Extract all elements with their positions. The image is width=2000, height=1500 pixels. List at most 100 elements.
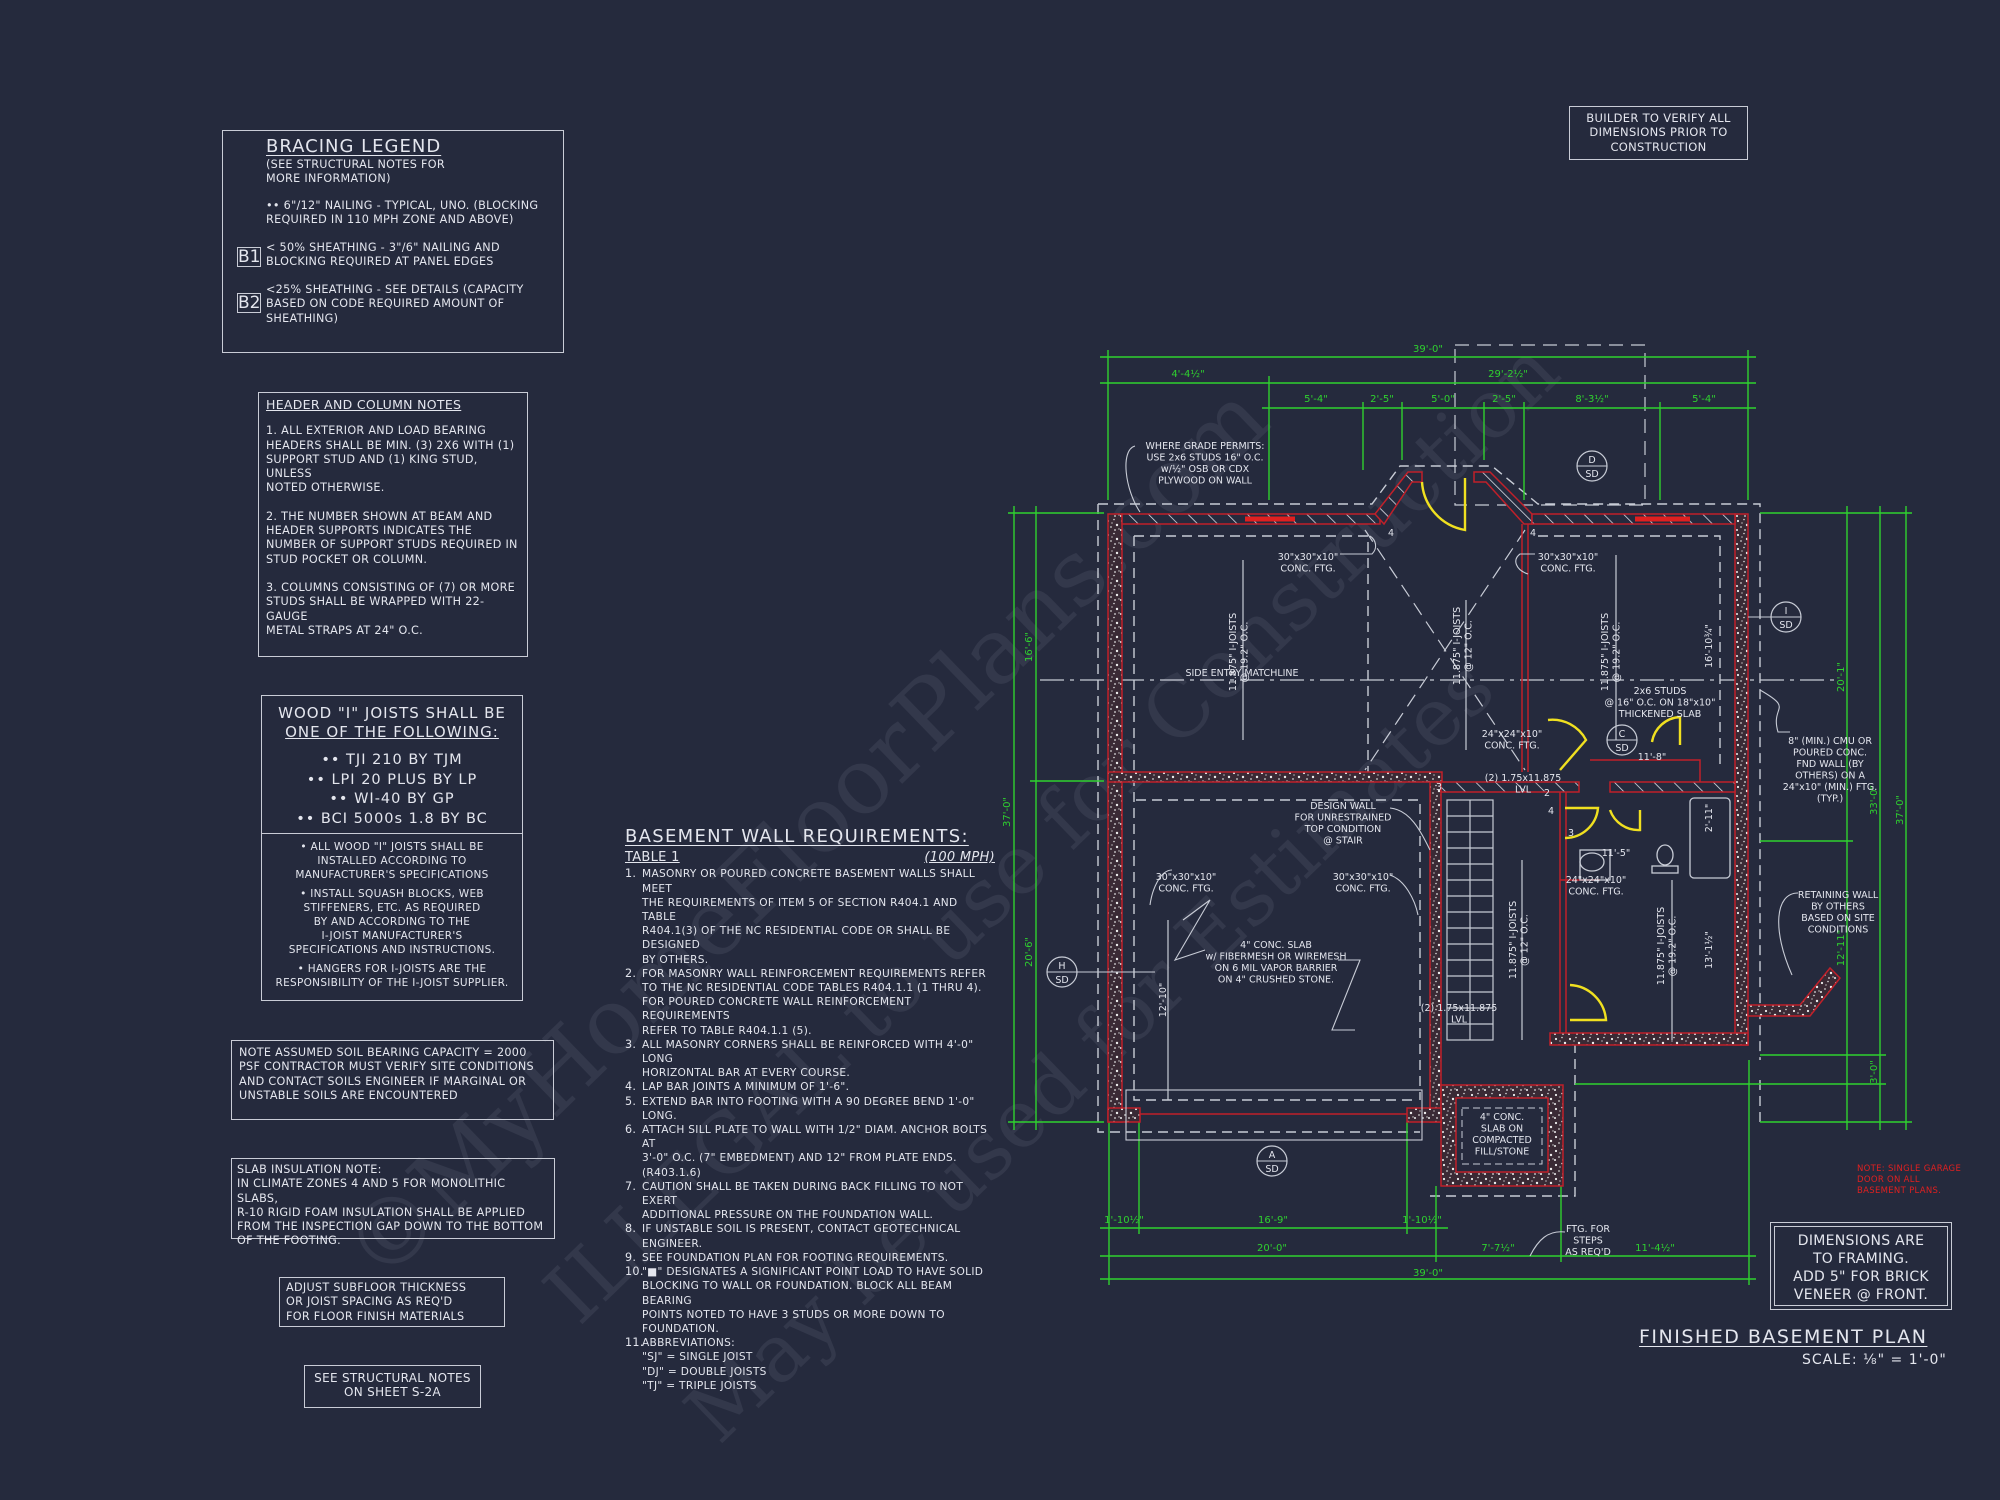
plan-label-line: 30"x30"x10" (1278, 552, 1339, 563)
dimension-lines (1008, 350, 1912, 1285)
dim-bottom-overall: 39'-0" (1413, 1268, 1443, 1279)
b2-text: <25% SHEATHING - SEE DETAILS (CAPACITY B… (266, 283, 524, 325)
requirement-text: MASONRY OR POURED CONCRETE BASEMENT WALL… (642, 868, 976, 966)
plan-label-line: CONDITIONS (1808, 925, 1869, 936)
plan-label-ftg-30-a: 30"x30"x10"CONC. FTG. (1278, 552, 1339, 575)
plan-label-line: LVL (1451, 1015, 1468, 1026)
requirement-text: ABBREVIATIONS: "SJ" = SINGLE JOIST "DJ" … (642, 1337, 767, 1392)
dim-bottom-mid: 20'-0" (1257, 1243, 1287, 1254)
leader-lines (1125, 445, 1799, 1257)
header-note-3: 3. COLUMNS CONSISTING OF (7) OR MORE STU… (266, 580, 516, 637)
plan-label-ftg-30-b: 30"x30"x10"CONC. FTG. (1538, 552, 1599, 575)
plan-label-room-dim-3: 13'-1½" (1704, 931, 1715, 969)
requirement-item: 2.FOR MASONRY WALL REINFORCEMENT REQUIRE… (625, 967, 995, 1038)
plan-label-line: BASED ON SITE (1801, 913, 1875, 924)
requirement-text: IF UNSTABLE SOIL IS PRESENT, CONTACT GEO… (642, 1223, 961, 1250)
plan-label-line: 11.875" I-JOISTS (1600, 613, 1611, 691)
table-label: TABLE 1 (625, 850, 680, 865)
post-stud-count: 3 (1568, 828, 1574, 839)
plan-label-room-dim-6: 2'-11" (1704, 804, 1715, 833)
dim-top-segment: 2'-5" (1370, 394, 1394, 405)
joist-note: • ALL WOOD "I" JOISTS SHALL BE INSTALLED… (295, 841, 489, 881)
plan-label-line: w/½" OSB OR CDX (1161, 464, 1250, 475)
slab-insulation-note: SLAB INSULATION NOTE: IN CLIMATE ZONES 4… (231, 1158, 555, 1247)
tub (1689, 797, 1731, 879)
toilet (1656, 844, 1674, 866)
plan-label-line: TOP CONDITION (1304, 824, 1382, 835)
plan-label-thickened-slab: 2x6 STUDS@ 16" O.C. ON 18"x10"THICKENED … (1605, 686, 1716, 720)
section-mark-d: D SD (1576, 450, 1608, 482)
plan-label-line: BY OTHERS (1811, 902, 1865, 913)
framing-note: DIMENSIONS ARE TO FRAMING. ADD 5" FOR BR… (1770, 1222, 1952, 1310)
dim-top-segment: 5'-0" (1431, 394, 1455, 405)
dim-right-overall: 37'-0" (1895, 795, 1906, 825)
plan-label-line: @ 19.2" O.C. (1668, 916, 1679, 977)
requirement-number: 7. (625, 1179, 637, 1193)
plan-label-line: 24"x24"x10" (1566, 875, 1627, 886)
interior-walls (1521, 524, 1701, 1033)
section-mark-a: A SD (1125, 1089, 1423, 1177)
framing-note-text: DIMENSIONS ARE TO FRAMING. ADD 5" FOR BR… (1774, 1226, 1948, 1306)
joist-note: • INSTALL SQUASH BLOCKS, WEB STIFFENERS,… (288, 888, 496, 956)
dim-left-segment: 20'-6" (1024, 937, 1035, 967)
joist-option: •• BCI 5000s 1.8 BY BC (296, 810, 488, 827)
plan-label-line: @ 16" O.C. ON 18"x10" (1605, 698, 1716, 709)
plan-label-line: 11.875" I-JOISTS (1452, 607, 1463, 685)
requirement-number: 5. (625, 1094, 637, 1108)
wind-speed: (100 MPH) (924, 850, 995, 865)
plan-label-line: ON 6 MIL VAPOR BARRIER (1215, 963, 1338, 974)
bracing-legend-subtitle: (SEE STRUCTURAL NOTES FOR MORE INFORMATI… (266, 158, 445, 186)
plan-label-line: SLAB ON (1481, 1124, 1523, 1135)
plan-label-line: FTG. FOR (1566, 1224, 1610, 1235)
section-mark-letter: A (1269, 1150, 1276, 1161)
b1-text: < 50% SHEATHING - 3"/6" NAILING AND BLOC… (266, 241, 500, 269)
dim-top-left: 4'-4½" (1171, 368, 1204, 380)
requirement-item: 5.EXTEND BAR INTO FOOTING WITH A 90 DEGR… (625, 1095, 995, 1123)
post-stud-count: 4 (1548, 806, 1554, 817)
dim-top-segment: 5'-4" (1304, 394, 1328, 405)
joist-arrows (1167, 555, 1673, 1100)
dim-left-segment: 16'-6" (1024, 632, 1035, 662)
plan-label-line: THICKENED SLAB (1618, 709, 1702, 720)
plan-label-line: 30"x30"x10" (1156, 872, 1217, 883)
plan-label-line: SIDE ENTRY MATCHLINE (1185, 668, 1298, 679)
plan-label-joists-5: 11.875" I-JOISTS@ 19.2" O.C. (1656, 907, 1679, 985)
joists-divider (262, 833, 522, 834)
joists-title-1: WOOD "I" JOISTS SHALL BE (278, 704, 506, 722)
plan-label-line: 11.875" I-JOISTS (1228, 613, 1239, 691)
requirement-item: 3.ALL MASONRY CORNERS SHALL BE REINFORCE… (625, 1038, 995, 1081)
plan-label-line: 24"x24"x10" (1482, 729, 1543, 740)
plan-label-line: DESIGN WALL (1310, 801, 1376, 812)
requirement-number: 3. (625, 1037, 637, 1051)
joists-title-2: ONE OF THE FOLLOWING: (285, 723, 499, 741)
plan-label-line: CONC. FTG. (1158, 884, 1213, 895)
section-mark-i: I SD (1748, 601, 1802, 633)
plan-label-line: USE 2x6 STUDS 16" O.C. (1146, 453, 1263, 464)
porch-slab-outline (1461, 1107, 1543, 1165)
joist-option: •• TJI 210 BY TJM (321, 752, 463, 768)
plan-label-line: CONC. FTG. (1484, 741, 1539, 752)
plan-label-line: WHERE GRADE PERMITS: (1146, 441, 1265, 452)
requirement-number: 10. (625, 1265, 644, 1279)
plan-label-line: FILL/STONE (1475, 1147, 1529, 1158)
plan-label-line: @ 12" O.C. (1464, 620, 1475, 672)
porch-slab-inner (1455, 1097, 1549, 1173)
post-stud-count: 3 (1436, 782, 1442, 793)
dim-top-right: 29'-2½" (1488, 368, 1528, 380)
plan-label-line: (TYP.) (1817, 794, 1843, 805)
plan-label-line: @ 19.2" O.C. (1612, 622, 1623, 683)
bracing-legend-typical: •• 6"/12" NAILING - TYPICAL, UNO. (BLOCK… (266, 199, 539, 227)
plan-label-line: 2x6 STUDS (1634, 686, 1687, 697)
requirement-number: 11. (625, 1336, 644, 1350)
requirement-item: 7.CAUTION SHALL BE TAKEN DURING BACK FIL… (625, 1180, 995, 1223)
plan-label-grade-permits: WHERE GRADE PERMITS:USE 2x6 STUDS 16" O.… (1146, 441, 1265, 487)
plan-label-line: 13'-1½" (1704, 931, 1715, 969)
bracing-legend-title: BRACING LEGEND (266, 136, 442, 157)
plan-label-line: 8" (MIN.) CMU OR (1788, 736, 1872, 747)
plan-label-line: @ 12" O.C. (1520, 914, 1531, 966)
plan-label-line: w/ FIBERMESH OR WIREMESH (1205, 952, 1346, 963)
